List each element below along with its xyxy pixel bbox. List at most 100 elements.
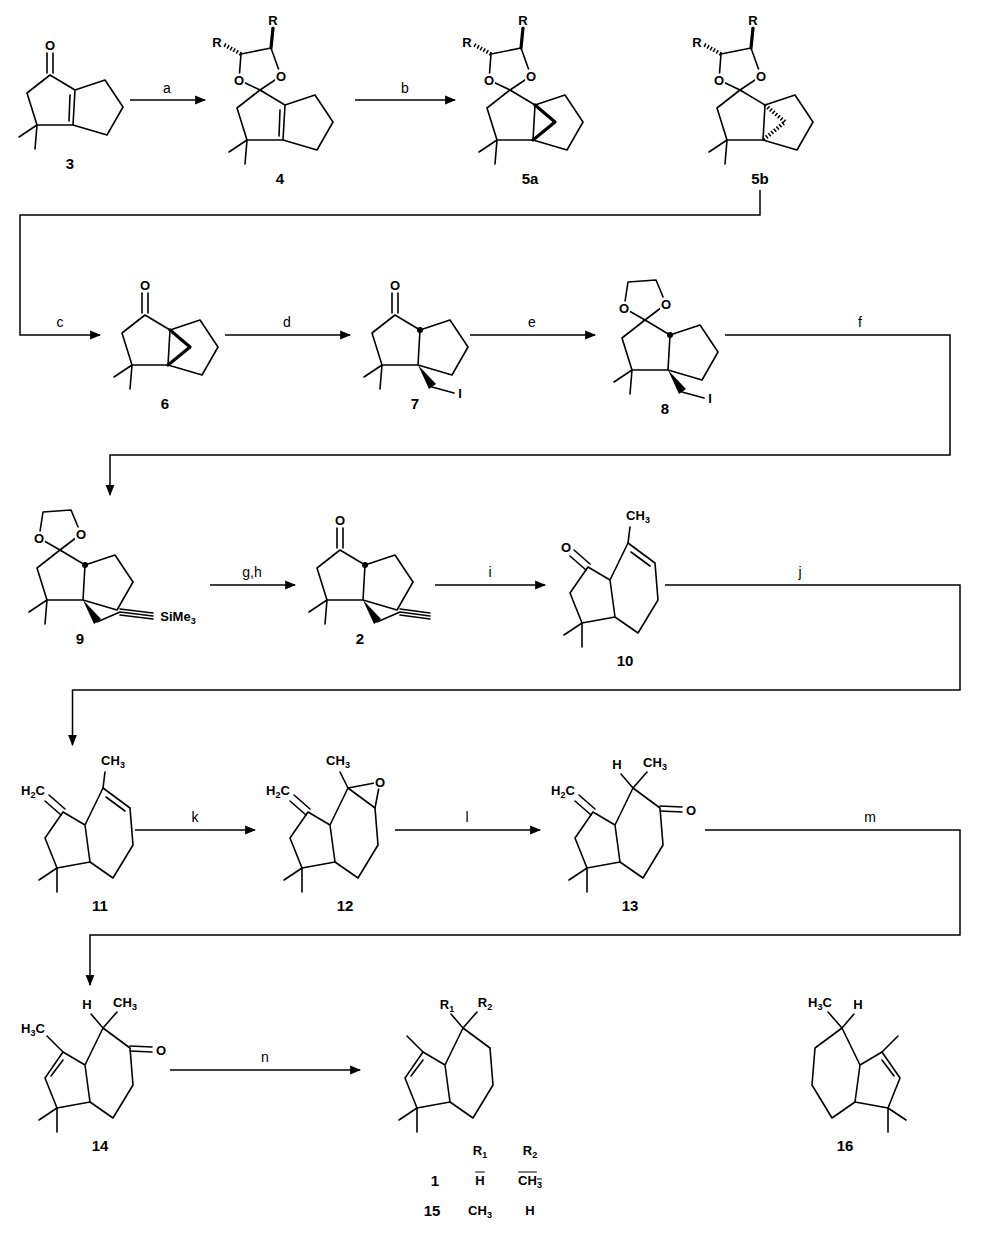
atom-label: O	[334, 514, 346, 527]
bond-line	[39, 1028, 133, 1132]
atom-label: CH3	[642, 756, 668, 769]
compound-number: 15	[423, 1203, 442, 1218]
compound-number: 4	[275, 171, 285, 186]
molecule	[29, 510, 153, 624]
atom-label: R	[267, 14, 278, 27]
bond-line	[812, 1028, 906, 1132]
bond-line	[614, 320, 718, 394]
atom-label: O	[374, 776, 386, 789]
atom-label: R2	[477, 996, 493, 1009]
reagent-step: f	[857, 315, 863, 329]
atom-label: H	[474, 1174, 485, 1187]
bond-line	[828, 1012, 854, 1028]
atom-label: H2C	[265, 784, 291, 797]
atom-label: H	[852, 998, 863, 1011]
molecule	[309, 528, 430, 624]
atom-label: I	[707, 392, 713, 405]
compound: 12	[255, 745, 395, 915]
bond-line	[703, 44, 721, 54]
bond-line	[621, 772, 647, 788]
atom-label: O	[525, 70, 537, 83]
atom-label: CH3	[625, 509, 651, 522]
molecule	[399, 1012, 493, 1132]
atom-label: R	[211, 36, 222, 49]
molecule	[284, 772, 380, 892]
atom-label: R	[517, 14, 528, 27]
bond-line	[337, 528, 343, 548]
bond-line	[290, 795, 310, 815]
atom-label: SiMe3	[159, 610, 196, 623]
compound: 2	[295, 500, 435, 655]
bond-line	[667, 332, 673, 338]
compound-number: 6	[160, 396, 170, 411]
reagent-step: m	[863, 810, 877, 824]
atom-label: O	[713, 74, 725, 87]
compound-number: 2	[355, 631, 365, 646]
molecule	[614, 280, 718, 398]
reaction-arrow	[435, 584, 545, 586]
atom-label: O	[139, 279, 151, 292]
bond-line	[660, 806, 682, 812]
bond-line	[473, 44, 491, 54]
reaction-arrow	[395, 829, 540, 831]
atom-label: O	[44, 39, 56, 52]
reaction-arrow	[135, 829, 255, 831]
compound: 11	[10, 745, 135, 915]
bond-line	[114, 315, 218, 389]
molecule	[39, 772, 133, 892]
bond-line	[284, 788, 378, 892]
atom-label: O	[660, 298, 672, 311]
molecule	[812, 1012, 906, 1132]
compound: 13	[540, 745, 705, 915]
compound-number: 9	[75, 631, 85, 646]
bond-line	[479, 90, 583, 164]
compound-number: 7	[410, 396, 420, 411]
reaction-arrow	[355, 99, 455, 101]
atom-label: O	[560, 541, 572, 554]
atom-label: R2	[522, 1144, 538, 1157]
bond-line	[83, 600, 101, 624]
atom-label: H2C	[20, 784, 46, 797]
bond-line	[47, 1036, 63, 1052]
bond-line	[82, 562, 88, 568]
bond-line	[418, 365, 436, 389]
reaction-arrow	[210, 584, 295, 586]
compound: 1 15	[360, 985, 560, 1225]
atom-label: R	[747, 14, 758, 27]
bond-line	[91, 1012, 117, 1028]
reagent-step: k	[191, 810, 200, 824]
bond-line	[279, 110, 280, 136]
compound-number: 10	[616, 653, 635, 668]
bond-line	[392, 293, 398, 313]
bond-line	[751, 28, 753, 48]
bond-line	[407, 1036, 423, 1052]
compound-number: 8	[660, 401, 670, 416]
reaction-arrow	[130, 99, 205, 101]
compound: 3	[5, 30, 130, 180]
atom-label: R	[461, 36, 472, 49]
atom-label: H	[524, 1204, 535, 1217]
reaction-arrow	[20, 190, 760, 335]
bond-line	[39, 788, 133, 892]
bond-line	[106, 797, 125, 811]
bond-line	[340, 772, 348, 788]
compound: 14	[10, 985, 170, 1155]
bond-line	[564, 543, 658, 647]
molecule	[473, 28, 583, 164]
atom-label: O	[618, 302, 630, 315]
compound-number: 11	[91, 898, 109, 913]
atom-label: H3C	[807, 996, 833, 1009]
atom-label: R1	[439, 998, 455, 1011]
bond-line	[364, 315, 468, 389]
atom-label: CH3	[100, 754, 126, 767]
bond-line	[575, 795, 595, 815]
atom-label: H3C	[20, 1022, 46, 1035]
reaction-arrow	[170, 1069, 360, 1071]
atom-label: O	[483, 74, 495, 87]
bond-line	[569, 788, 663, 892]
compound: 5b	[685, 10, 835, 190]
reagent-step: c	[56, 315, 65, 329]
compound-number: 1	[430, 1173, 440, 1188]
compound: 8	[595, 270, 725, 420]
